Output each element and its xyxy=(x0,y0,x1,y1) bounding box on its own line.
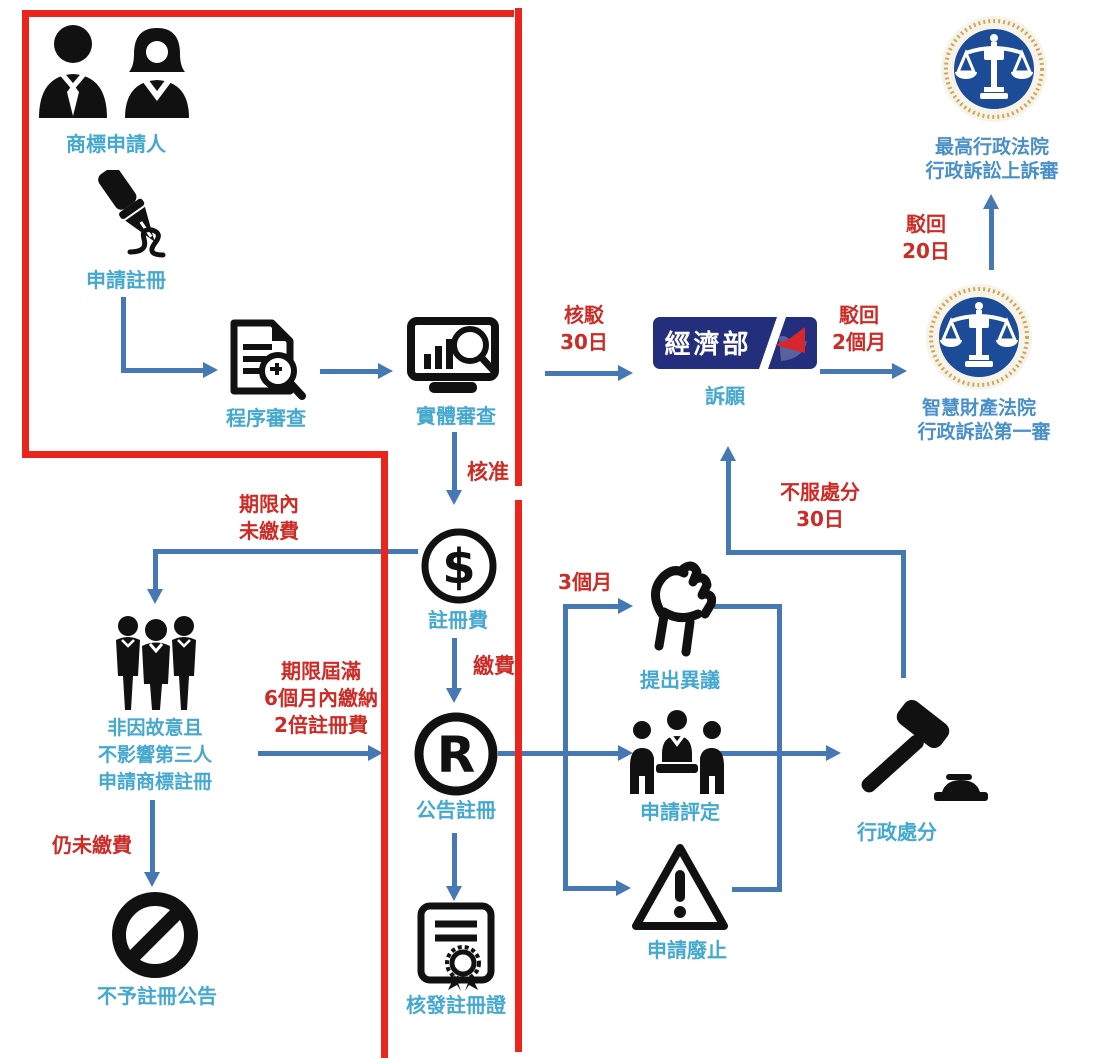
arrowhead xyxy=(378,363,393,379)
edge-appeal-v2 xyxy=(726,460,731,552)
edge-appeal-h xyxy=(726,550,906,555)
label-disposition: 行政處分 xyxy=(857,820,937,844)
label-formal-exam: 程序審查 xyxy=(226,406,306,430)
edge-late-pay xyxy=(258,751,370,756)
arrowhead xyxy=(446,688,462,703)
edge-unpaid-v xyxy=(153,549,158,591)
arrowhead xyxy=(618,598,633,614)
registration-fee-icon: $ xyxy=(421,528,497,604)
applicant-group-icon xyxy=(116,616,196,710)
edge-apply-down xyxy=(121,297,126,370)
red-box-top-edge xyxy=(25,10,514,17)
edge-label-still-unpaid: 仍未繳費 xyxy=(52,833,132,857)
edge-label-deadline-unpaid: 期限內 未繳費 xyxy=(239,492,299,543)
label-revocation: 申請廢止 xyxy=(647,938,727,962)
registered-mark-icon: R xyxy=(414,712,498,796)
red-box2-top-edge xyxy=(22,451,388,458)
edge-dismiss-2m xyxy=(820,369,894,374)
svg-text:R: R xyxy=(437,726,476,784)
document-review-icon xyxy=(230,319,306,400)
arrowhead xyxy=(616,880,631,896)
edge-apply-right xyxy=(121,368,205,373)
red-box-left-edge xyxy=(22,10,29,458)
edge-to-revocation xyxy=(563,886,618,891)
arrowhead xyxy=(368,745,383,761)
red-box2-right-edge xyxy=(381,451,388,1058)
warning-icon xyxy=(632,844,728,930)
label-publication: 公告註冊 xyxy=(416,798,496,822)
edge-to-disposition xyxy=(716,751,828,756)
monitor-analysis-icon xyxy=(407,317,499,393)
gavel-icon xyxy=(861,699,988,801)
label-substantive-exam: 實體審查 xyxy=(416,404,496,428)
label-moea-appeal: 訴願 xyxy=(705,384,745,408)
edge-label-approved: 核准 xyxy=(467,460,509,484)
svg-text:經濟部: 經濟部 xyxy=(664,329,751,360)
edge-approved xyxy=(452,432,457,492)
arrowhead xyxy=(892,363,907,379)
label-opposition: 提出異議 xyxy=(640,668,720,692)
edge-revocation-right xyxy=(732,887,780,892)
edge-unpaid-h xyxy=(155,549,418,554)
edge-label-dismiss-20d: 駁回 20日 xyxy=(902,212,950,263)
label-ip-court-2: 行政訴訟第一審 xyxy=(917,421,1051,443)
edge-still-unpaid xyxy=(150,800,155,874)
moea-logo: 經濟部 xyxy=(653,317,817,369)
label-no-registration: 不予註冊公告 xyxy=(97,984,217,1008)
applicants-icon xyxy=(39,25,189,118)
prohibited-icon xyxy=(112,892,198,978)
arrowhead xyxy=(446,886,462,901)
label-registration-fee: 註冊費 xyxy=(428,608,488,632)
edge-label-late-payment: 期限屆滿 6個月內繳納 2倍註冊費 xyxy=(264,659,378,737)
edge-splitter xyxy=(563,604,568,890)
edge-opposition-right xyxy=(714,604,782,609)
certificate-icon xyxy=(417,902,495,991)
fist-icon xyxy=(651,561,716,657)
supreme-court-seal xyxy=(941,16,1047,122)
label-supreme-court-2: 行政訴訟上訴審 xyxy=(925,160,1059,182)
label-apply: 申請註冊 xyxy=(86,268,166,292)
edge-to-opposition xyxy=(563,604,620,609)
pen-icon xyxy=(98,170,166,258)
edge-label-appeal-30d: 不服處分 30日 xyxy=(780,480,860,531)
label-invalidation: 申請評定 xyxy=(640,800,720,824)
ip-court-seal xyxy=(926,284,1032,390)
edge-collector xyxy=(777,604,782,892)
arrowhead xyxy=(618,365,633,381)
label-certificate: 核發註冊證 xyxy=(406,993,506,1017)
red-box-right-edge-upper xyxy=(515,8,522,486)
edge-label-three-months: 3個月 xyxy=(558,570,612,594)
edge-pay xyxy=(452,638,457,690)
arrowhead xyxy=(826,745,841,761)
meeting-icon xyxy=(630,710,724,794)
edge-to-certificate xyxy=(452,833,457,888)
arrowhead xyxy=(147,589,163,604)
edge-formal-substantive xyxy=(320,369,380,374)
label-applicant: 商標申請人 xyxy=(66,132,166,156)
label-restore: 非因故意且 不影響第三人 申請商標註冊 xyxy=(97,717,212,793)
edge-label-rejection-30d: 核駁 30日 xyxy=(560,303,608,354)
label-ip-court-1: 智慧財產法院 xyxy=(921,397,1036,419)
edge-dismiss-20d xyxy=(989,208,994,270)
arrowhead xyxy=(720,446,736,461)
edge-publication-right xyxy=(498,751,620,756)
arrowhead xyxy=(203,362,218,378)
svg-text:$: $ xyxy=(442,539,475,595)
label-supreme-court-1: 最高行政法院 xyxy=(934,136,1049,158)
edge-appeal-v1 xyxy=(901,552,906,678)
edge-label-pay: 繳費 xyxy=(473,654,515,678)
arrowhead xyxy=(618,745,633,761)
edge-label-dismiss-2m: 駁回 2個月 xyxy=(832,303,886,354)
arrowhead xyxy=(144,872,160,887)
edge-rejection xyxy=(545,371,620,376)
red-line-right-lower xyxy=(515,500,522,1052)
arrowhead xyxy=(983,194,999,209)
arrowhead xyxy=(446,490,462,505)
